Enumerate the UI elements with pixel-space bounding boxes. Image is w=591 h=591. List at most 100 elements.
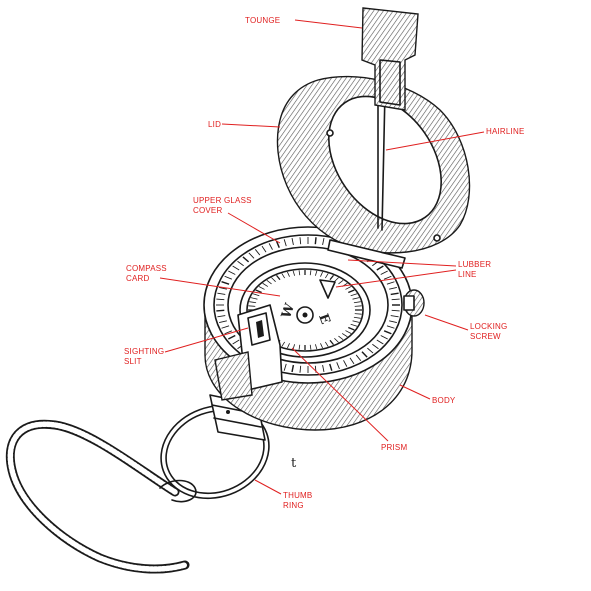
label-body-group: BODY: [399, 384, 456, 405]
label-thumb-ring-group: THUMB RING: [254, 479, 312, 510]
label-compass-card-group: COMPASS CARD: [126, 264, 281, 297]
label-thumb-2: RING: [283, 501, 304, 510]
label-sighting-slit-group: SIGHTING SLIT: [124, 327, 249, 366]
dial-tick: [353, 301, 361, 304]
label-locking-1: LOCKING: [470, 322, 507, 331]
dial-tick: [255, 289, 262, 294]
dial-tick: [248, 305, 256, 307]
dial-tick: [281, 273, 286, 279]
dial-tick: [299, 365, 302, 373]
dial-tick: [383, 330, 392, 335]
dial-tick: [338, 279, 344, 285]
dial-tick: [322, 237, 325, 246]
dial-tick: [315, 270, 318, 276]
dial-tick: [219, 286, 227, 290]
label-lid: LID: [208, 120, 221, 129]
dial-tick: [221, 325, 230, 329]
dial-tick: [367, 347, 374, 354]
dial-tick: [224, 330, 233, 335]
dial-tick: [314, 237, 317, 245]
dial-tick: [242, 256, 250, 263]
label-upper-glass-2: COVER: [193, 206, 222, 215]
dial-tick: [275, 240, 280, 248]
dial-tick: [291, 237, 294, 246]
dial-tick: [309, 344, 312, 350]
dial-tick: [276, 274, 281, 281]
prism-housing: [214, 304, 283, 401]
dial-e-letter: E: [315, 312, 333, 327]
dial-tick: [287, 271, 290, 277]
label-lid-group: LID: [208, 120, 281, 129]
label-tounge-group: TOUNGE: [245, 16, 363, 29]
dial-tick: [345, 330, 352, 334]
locking-screw: [403, 289, 425, 317]
dial-tick: [283, 363, 287, 371]
dial-tick: [320, 343, 323, 349]
label-compass-card-2: CARD: [126, 274, 149, 283]
dial-tick: [391, 298, 400, 301]
dial-tick: [237, 260, 244, 267]
dial-tick: [228, 270, 236, 275]
dial-tick: [249, 301, 257, 304]
dial-tick: [380, 335, 388, 340]
dial-tick: [352, 320, 360, 323]
dial-tick: [380, 270, 388, 275]
dial-tick: [299, 237, 302, 245]
dial-tick: [348, 289, 355, 294]
dial-tick: [334, 338, 339, 343]
dial-tick: [338, 335, 344, 341]
dial-tick: [354, 313, 362, 315]
dial-tick: [350, 323, 358, 327]
label-sighting-1: SIGHTING: [124, 347, 164, 356]
lanyard-rope: [5, 419, 197, 574]
dial-tick: [386, 281, 395, 285]
dial-tick: [389, 320, 397, 324]
dial-tick: [266, 279, 272, 285]
dial-tick: [350, 293, 358, 297]
dial-tick: [372, 343, 379, 350]
label-prism: PRISM: [381, 443, 407, 452]
dial-tick: [250, 297, 258, 300]
dial-tick: [232, 339, 240, 345]
dial-tick: [348, 326, 355, 331]
dial-tick: [334, 277, 339, 282]
dial-tick: [309, 270, 312, 276]
dial-tick: [324, 341, 329, 347]
dial-tick: [389, 286, 397, 290]
label-lubber-2: LINE: [458, 270, 477, 279]
dial-w-letter: W: [279, 301, 299, 321]
label-body: BODY: [432, 396, 456, 405]
dial-tick: [224, 275, 233, 280]
dial-tick: [376, 339, 384, 345]
label-hairline: HAIRLINE: [486, 127, 525, 136]
dial-tick: [248, 252, 255, 259]
dial-tick: [329, 339, 334, 346]
dial-tick: [315, 344, 318, 350]
dial-tick: [287, 343, 290, 349]
dial-tick: [336, 362, 340, 370]
dial-tick: [254, 249, 261, 256]
dial-tick: [252, 293, 260, 297]
label-locking-2: SCREW: [470, 332, 501, 341]
dial-tick: [391, 309, 400, 312]
dial-tick: [268, 243, 273, 250]
dial-tick: [376, 265, 384, 271]
dial-tick: [383, 275, 392, 280]
dial-tick: [361, 351, 368, 358]
dial-tick: [341, 333, 348, 338]
dial-tick: [322, 364, 325, 373]
label-upper-glass-group: UPPER GLASS COVER: [193, 196, 281, 244]
label-tounge: TOUNGE: [245, 16, 280, 25]
dial-tick: [283, 239, 287, 247]
dial-tick: [292, 344, 295, 350]
dial-tick: [292, 270, 295, 276]
dial-tick: [261, 245, 267, 253]
dial-tick: [216, 309, 225, 312]
dial-tick: [291, 364, 295, 373]
dial-tick: [354, 305, 362, 307]
dial-tick: [221, 281, 230, 285]
dial-tick: [271, 277, 276, 282]
dial-tick: [217, 292, 226, 295]
dial-tick: [281, 341, 286, 347]
